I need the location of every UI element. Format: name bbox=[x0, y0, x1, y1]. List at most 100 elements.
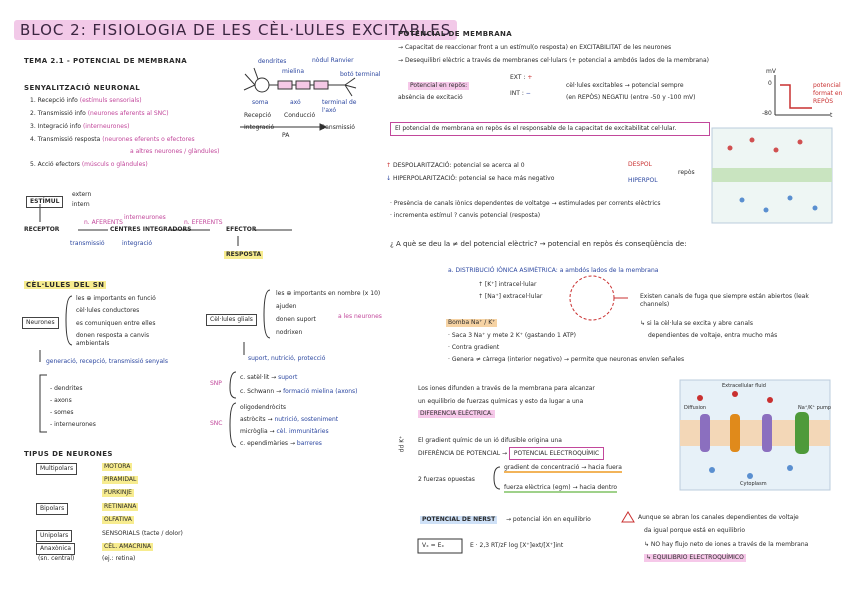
part-2: - somes bbox=[50, 409, 74, 417]
bomba-label: Bomba Na⁺ / K⁺ bbox=[446, 319, 497, 327]
dist-na: ↑ [Na⁺] extracel·lular bbox=[478, 293, 542, 301]
part-1: - axons bbox=[50, 397, 72, 405]
ions-text3: DIFERENCIA ELÈCTRICA. bbox=[418, 410, 495, 418]
tema-title: TEMA 2.1 - POTENCIAL DE MEMBRANA bbox=[24, 57, 187, 65]
nernst-lhs: Vₓ = Eₓ bbox=[422, 542, 444, 550]
ions-diagram-top: Extracellular fluid bbox=[722, 382, 766, 390]
label-axo: axó bbox=[290, 99, 301, 107]
nernst-desc: → potencial ión en equilibrio bbox=[506, 516, 591, 524]
flow-estimul: ESTÍMUL bbox=[26, 196, 63, 208]
step-2: 2. Transmissió info (neurones aferents a… bbox=[30, 110, 169, 118]
type-sensorials: SENSORIALS (tacte / dolor) bbox=[102, 530, 183, 538]
membrane-picture bbox=[712, 128, 832, 223]
potencial-header: POTENCIAL DE MEMBRANA bbox=[398, 30, 512, 38]
ions-forces: 2 fuerzas opuestas bbox=[418, 476, 475, 484]
cells-neurones: Neurones bbox=[22, 317, 59, 329]
ions-text1: Los iones difunden a través de la membra… bbox=[418, 385, 595, 393]
group-anaxonica: Anaxònica bbox=[36, 543, 75, 555]
dist-header: a. DISTRIBUCIÓ IÒNICA ASIMÈTRICA: a ambd… bbox=[448, 267, 658, 275]
ions-diagram-left: Diffusion bbox=[684, 404, 706, 412]
dist-k: ↑ [K⁺] intracel·lular bbox=[478, 281, 536, 289]
page-title: BLOC 2: FISIOLOGIA DE LES CÈL·LULES EXCI… bbox=[14, 20, 457, 40]
despol-right: DESPOL bbox=[628, 161, 652, 169]
glia-extra: a les neurones bbox=[338, 313, 382, 321]
neuron-item-1: cèl·lules conductores bbox=[76, 307, 139, 315]
step-3: 3. Integració info (interneurones) bbox=[30, 123, 129, 131]
neuron-item-0: les ⊕ importants en funció bbox=[76, 295, 156, 303]
snp-label: SNP bbox=[210, 380, 222, 388]
cells-header: CÈL·LULES DEL SN bbox=[24, 281, 106, 289]
hiper-right: HIPERPOL bbox=[628, 177, 658, 185]
ion-channel-picture bbox=[680, 380, 830, 490]
flow-interneurones: interneurones bbox=[124, 214, 166, 222]
part-0: - dendrites bbox=[50, 385, 83, 393]
label-botons: botó terminal bbox=[340, 71, 380, 79]
type-olfativa: OLFATIVA bbox=[102, 516, 134, 524]
group-bipolars: Bipolars bbox=[36, 503, 68, 515]
repos-right: repòs bbox=[678, 169, 695, 177]
dist-canals2: ↳ si la cèl·lula se excita y abre canals bbox=[640, 320, 753, 328]
type-central: (sn. central) bbox=[38, 555, 74, 563]
label-integracio: Integració bbox=[244, 124, 274, 132]
ions-ddk: dd K⁺ bbox=[398, 436, 406, 453]
repos-note: cèl·lules excitables → potencial sempre bbox=[566, 82, 684, 90]
flow-extern: extern bbox=[72, 191, 91, 199]
glia-bottom: suport, nutrició, protecció bbox=[248, 355, 325, 363]
nernst-note3: ↳ NO hay flujo neto de iones a través de… bbox=[644, 541, 808, 549]
potencial-line2: → Desequilibri elèctric a través de memb… bbox=[398, 57, 709, 65]
flow-eferents: n. EFERENTS bbox=[184, 219, 223, 227]
glia-item-3: nodrixen bbox=[276, 329, 302, 337]
type-retiniana: RETINIANA bbox=[102, 503, 138, 511]
ions-diagram-bottom: Cytoplasm bbox=[740, 480, 767, 488]
cell-circle bbox=[570, 276, 628, 320]
snc-item-0: oligodendròcits bbox=[240, 404, 286, 412]
graph-neg: -80 bbox=[762, 110, 772, 118]
graph-label: potencial format en REPÒS bbox=[813, 82, 847, 106]
neuron-item-2: es comuniquen entre elles bbox=[76, 320, 155, 328]
ions-f1: gradient de concentració → hacia fuera bbox=[504, 464, 622, 472]
snp-item-1: c. Schwann → formació mielina (axons) bbox=[240, 388, 358, 396]
type-purkinje: PURKINJE bbox=[102, 489, 134, 497]
pregunta-line: ¿ A què se deu la ≠ del potencial elèctr… bbox=[390, 240, 687, 249]
glia-item-2: donen suport bbox=[276, 316, 316, 324]
flow-integracio: integració bbox=[122, 240, 152, 248]
senyal-header: SENYALITZACIÓ NEURONAL bbox=[24, 84, 140, 92]
label-transmissio: Transmissió bbox=[320, 124, 355, 132]
type-piramidal: PIRAMIDAL bbox=[102, 476, 138, 484]
ions-grad2: DIFERÈNCIA DE POTENCIAL → POTENCIAL ELEC… bbox=[418, 450, 604, 458]
despol-line: ↑ DESPOLARITZACIÓ: potencial se acerca a… bbox=[386, 162, 525, 170]
neuron-bottom: generació, recepció, transmissió senyals bbox=[46, 358, 168, 366]
snc-item-1: astròcits → nutrició, sosteniment bbox=[240, 416, 338, 424]
cells-glia: Cèl·lules glials bbox=[206, 314, 257, 326]
type-amacrina: CÈL. AMACRINA bbox=[102, 543, 153, 551]
snc-item-3: c. ependimàries → barreres bbox=[240, 440, 322, 448]
flow-resposta: RESPOSTA bbox=[224, 251, 263, 259]
step-1: 1. Recepció info (estímuls sensorials) bbox=[30, 97, 142, 105]
nernst-rhs: E · 2,3 RT/zF log [X⁺]ext/[X⁺]int bbox=[470, 542, 563, 550]
label-soma: soma bbox=[252, 99, 268, 107]
bomba-0: · Saca 3 Na⁺ y mete 2 K⁺ (gastando 1 ATP… bbox=[448, 332, 576, 340]
label-conduccio: Conducció bbox=[284, 112, 315, 120]
flow-centres: CENTRES INTEGRADORS bbox=[110, 226, 191, 234]
bomba-1: · Contra gradient bbox=[448, 344, 499, 352]
step-5: 5. Acció efectors (músculs o glàndules) bbox=[30, 161, 148, 169]
flow-receptor: RECEPTOR bbox=[24, 226, 59, 234]
label-pa: PA bbox=[282, 132, 289, 140]
ions-text2: un equilibrio de fuerzas químicas y esto… bbox=[418, 398, 583, 406]
graph-mv: mV bbox=[766, 68, 776, 76]
label-dendrites: dendrites bbox=[258, 58, 286, 66]
tipus-header: TIPUS DE NEURONES bbox=[24, 450, 113, 458]
nernst-note1: Aunque se abran los canales dependientes… bbox=[638, 514, 799, 522]
ions-f2: fuerza elèctrica (egm) → hacia dentro bbox=[504, 484, 617, 492]
dist-canals: Existen canals de fuga que siempre están… bbox=[640, 293, 820, 309]
flow-intern: intern bbox=[72, 201, 90, 209]
presencia-line: · Presència de canals iònics dependentes… bbox=[390, 200, 660, 208]
flow-transmissio: transmissió bbox=[70, 240, 105, 248]
glia-item-1: ajuden bbox=[276, 303, 296, 311]
type-retina: (ej.: retina) bbox=[102, 555, 135, 563]
step-4b: a altres neurones / glàndules) bbox=[130, 148, 220, 156]
label-nodul: nòdul Ranvier bbox=[312, 57, 354, 65]
nernst-note4: ↳ EQUILIBRIO ELECTROQUÍMICO bbox=[644, 554, 746, 562]
warning-icon bbox=[622, 512, 634, 522]
